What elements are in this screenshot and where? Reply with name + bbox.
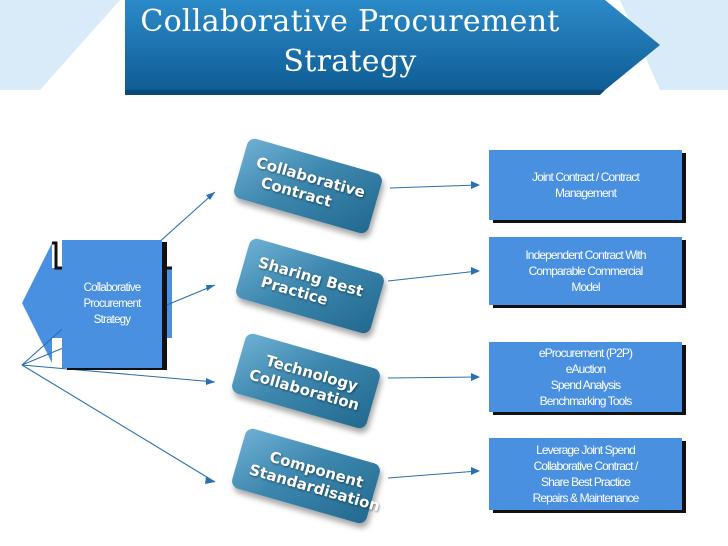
result-line: Collaborative Contract / — [533, 459, 639, 473]
title-banner — [125, 0, 660, 90]
result-line: Independent Contract With — [525, 248, 646, 262]
connector-to-pillar-3 — [21, 364, 216, 383]
result-line: Comparable Commercial — [528, 264, 644, 278]
right-wedge-decoration — [620, 0, 728, 90]
page-title-line-2: Strategy — [283, 44, 417, 79]
connector-to-result-2 — [387, 270, 479, 282]
arrowhead-4 — [205, 477, 215, 484]
center-label-line: Procurement — [83, 298, 141, 310]
center-label-line: Strategy — [93, 314, 131, 326]
result-line: Repairs & Maintenance — [532, 491, 640, 505]
result-line: Joint Contract / Contract — [532, 170, 640, 184]
arrowhead-1 — [206, 192, 215, 200]
center-box: Collaborative Procurement Strategy — [62, 240, 162, 368]
connector-to-result-4 — [387, 470, 479, 479]
arrowhead-3 — [206, 378, 215, 385]
arrowhead-2 — [206, 285, 215, 291]
result-line: eProcurement (P2P) — [538, 346, 633, 360]
result-line: Management — [554, 186, 617, 200]
center-connector-heads — [205, 192, 215, 484]
result-line: Leverage Joint Spend — [536, 443, 636, 457]
result-line: Model — [571, 280, 600, 294]
result-arrowhead-4 — [471, 467, 480, 475]
result-line: Benchmarking Tools — [539, 394, 633, 408]
result-box-4: Leverage Joint Spend Collaborative Contr… — [489, 438, 682, 510]
result-connectors — [387, 184, 479, 479]
title-banner-bottom-band — [125, 90, 605, 95]
result-box-1: Joint Contract / Contract Management — [489, 150, 682, 220]
result-line: Spend Analysis — [550, 378, 621, 392]
result-line: eAuction — [565, 362, 606, 376]
result-arrowhead-1 — [471, 181, 480, 189]
center-label-line: Collaborative — [83, 282, 142, 294]
result-box-3: eProcurement (P2P) eAuction Spend Analys… — [489, 342, 682, 412]
result-arrowhead-3 — [471, 373, 480, 381]
result-arrowhead-2 — [471, 267, 480, 275]
result-line: Share Best Practice — [541, 475, 631, 489]
connector-to-result-1 — [389, 184, 479, 189]
result-connector-heads — [471, 181, 480, 475]
page-title-line-1: Collaborative Procurement — [140, 4, 560, 39]
result-box-2: Independent Contract With Comparable Com… — [489, 237, 682, 305]
connector-to-pillar-4 — [21, 364, 216, 483]
connector-to-result-3 — [387, 376, 479, 379]
left-wedge-decoration — [0, 0, 120, 90]
